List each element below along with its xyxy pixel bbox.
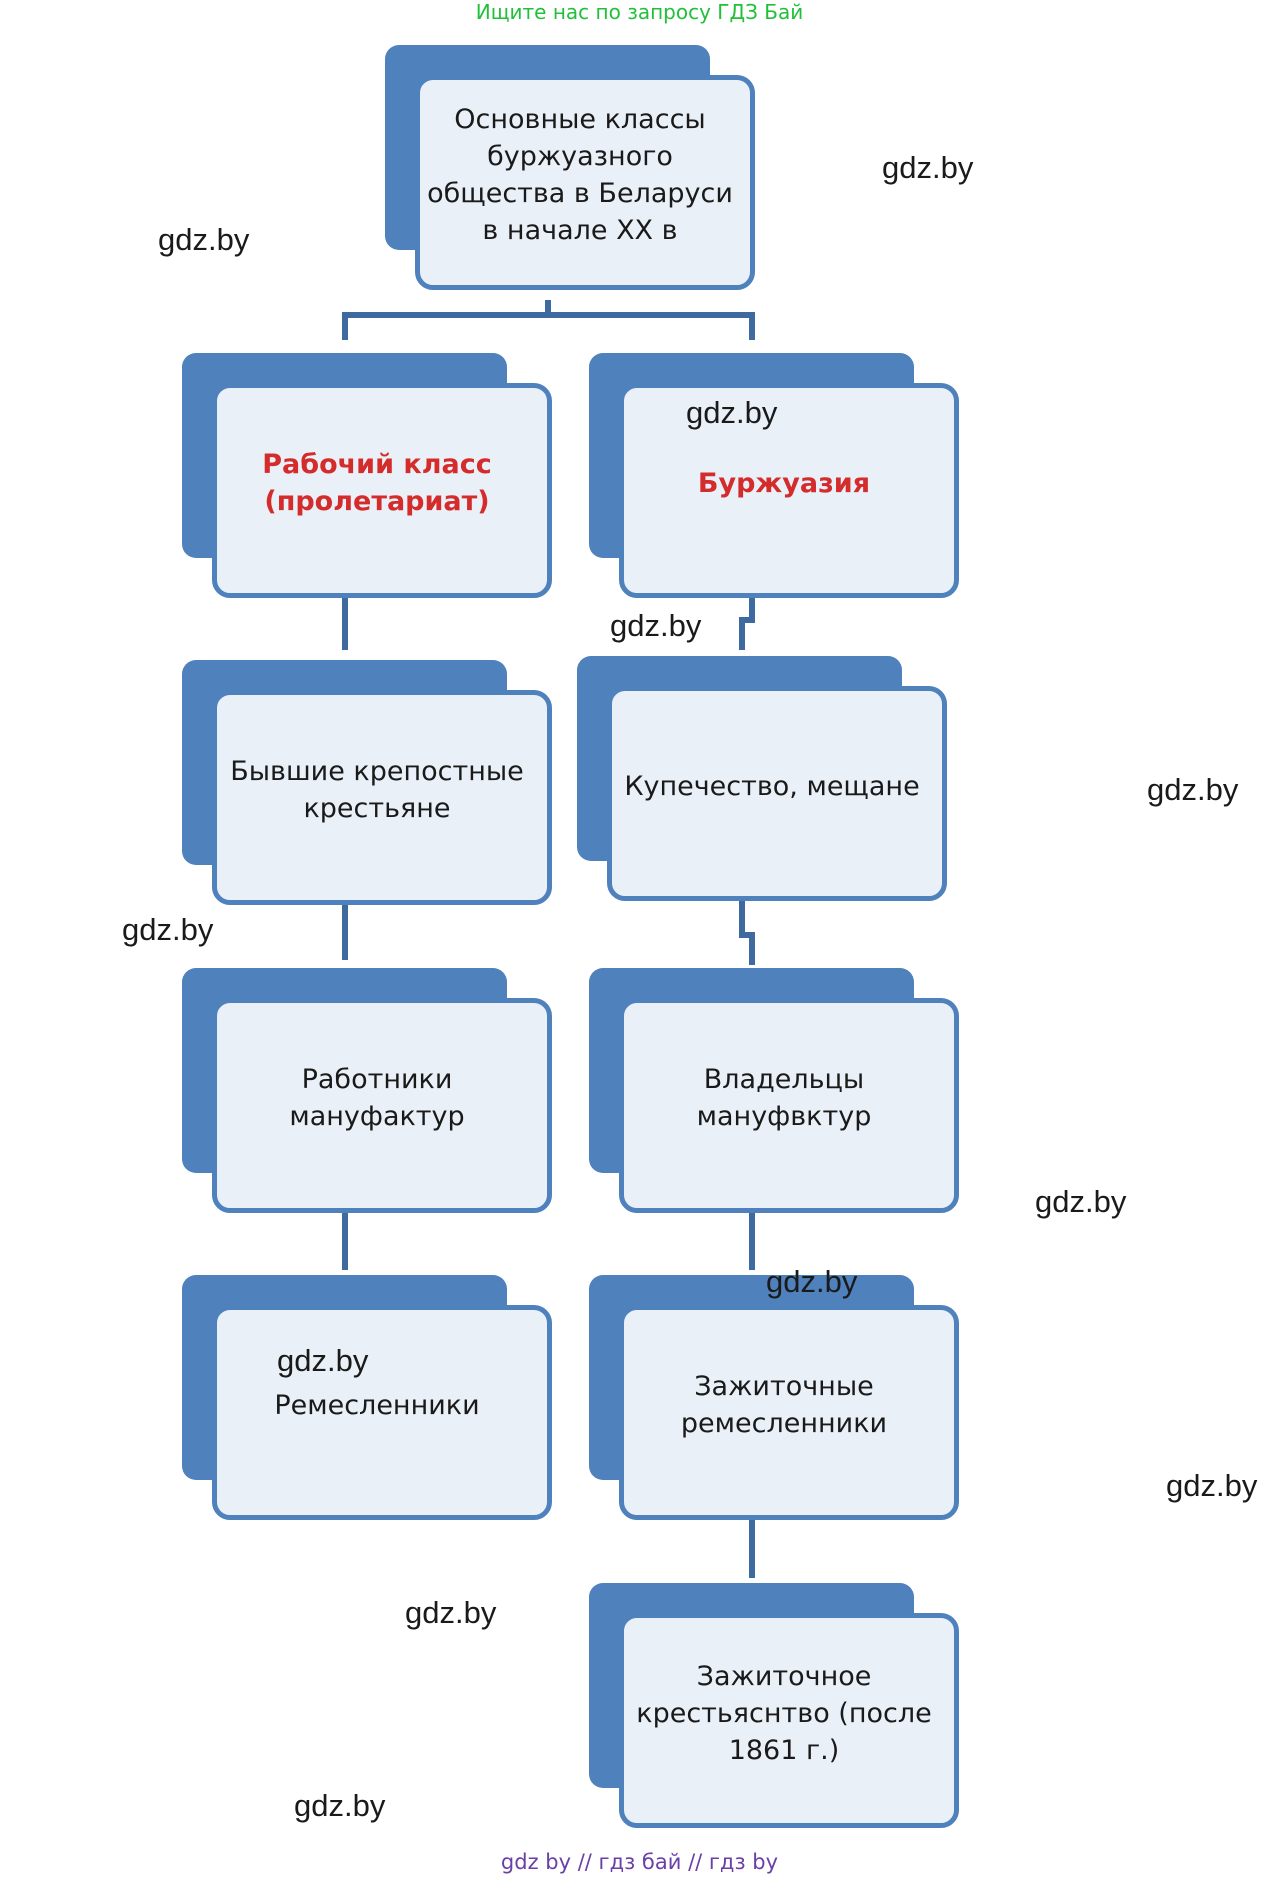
connector-merchants-owners — [739, 900, 755, 965]
node-wealthy-peasants-label: Зажиточное крестьяснтво (после 1861 г.) — [636, 1660, 932, 1766]
node-wealthy-artisans-label: Зажиточные ремесленники — [680, 1371, 888, 1439]
node-manufactory-workers-label: Работники мануфактур — [289, 1064, 465, 1132]
node-workers: Рабочий класс (пролетариат) — [182, 353, 552, 603]
node-merchants-label: Купечество, мещане — [624, 770, 920, 802]
watermark: gdz.by — [277, 1343, 369, 1378]
node-former-serfs-label: Бывшие крепостные крестьяне — [230, 756, 524, 824]
connector-bourg-merchants — [739, 595, 755, 650]
node-merchants: Купечество, мещане — [577, 656, 947, 906]
watermark: gdz.by — [610, 608, 702, 643]
node-former-serfs: Бывшие крепостные крестьяне — [182, 660, 552, 910]
node-wealthy-artisans: Зажиточные ремесленники — [589, 1275, 959, 1525]
node-bourgeoisie-label: Буржуазия — [697, 467, 871, 499]
node-bourgeoisie: Буржуазия — [589, 353, 959, 603]
node-root-label: Основные классы буржуазного общества в Б… — [427, 104, 733, 246]
node-artisans-label: Ремесленники — [274, 1389, 480, 1421]
watermark: gdz.by — [405, 1595, 497, 1630]
node-artisans: Ремесленники — [182, 1275, 552, 1525]
watermark: gdz.by — [882, 150, 974, 185]
watermark: gdz.by — [294, 1788, 386, 1823]
connector-root-bus — [342, 300, 755, 340]
watermark: gdz.by — [1147, 772, 1239, 807]
watermark: gdz.by — [122, 912, 214, 947]
node-root: Основные классы буржуазного общества в Б… — [385, 45, 755, 295]
search-banner: Ищите нас по запросу ГДЗ Бай — [475, 0, 804, 24]
watermark: gdz.by — [686, 395, 778, 430]
watermark: gdz.by — [158, 222, 250, 257]
node-manufactory-workers: Работники мануфактур — [182, 968, 552, 1218]
node-manufactory-owners: Владельцы мануфвктур — [589, 968, 959, 1218]
watermark: gdz.by — [1035, 1184, 1127, 1219]
node-wealthy-peasants: Зажиточное крестьяснтво (после 1861 г.) — [589, 1583, 959, 1833]
watermark: gdz.by — [766, 1264, 858, 1299]
node-workers-label: Рабочий класс (пролетариат) — [262, 449, 492, 517]
watermark: gdz.by — [1166, 1468, 1258, 1503]
node-manufactory-owners-label: Владельцы мануфвктур — [696, 1064, 872, 1132]
footer-links: gdz by // гдз бай // гдз by — [500, 1850, 779, 1874]
